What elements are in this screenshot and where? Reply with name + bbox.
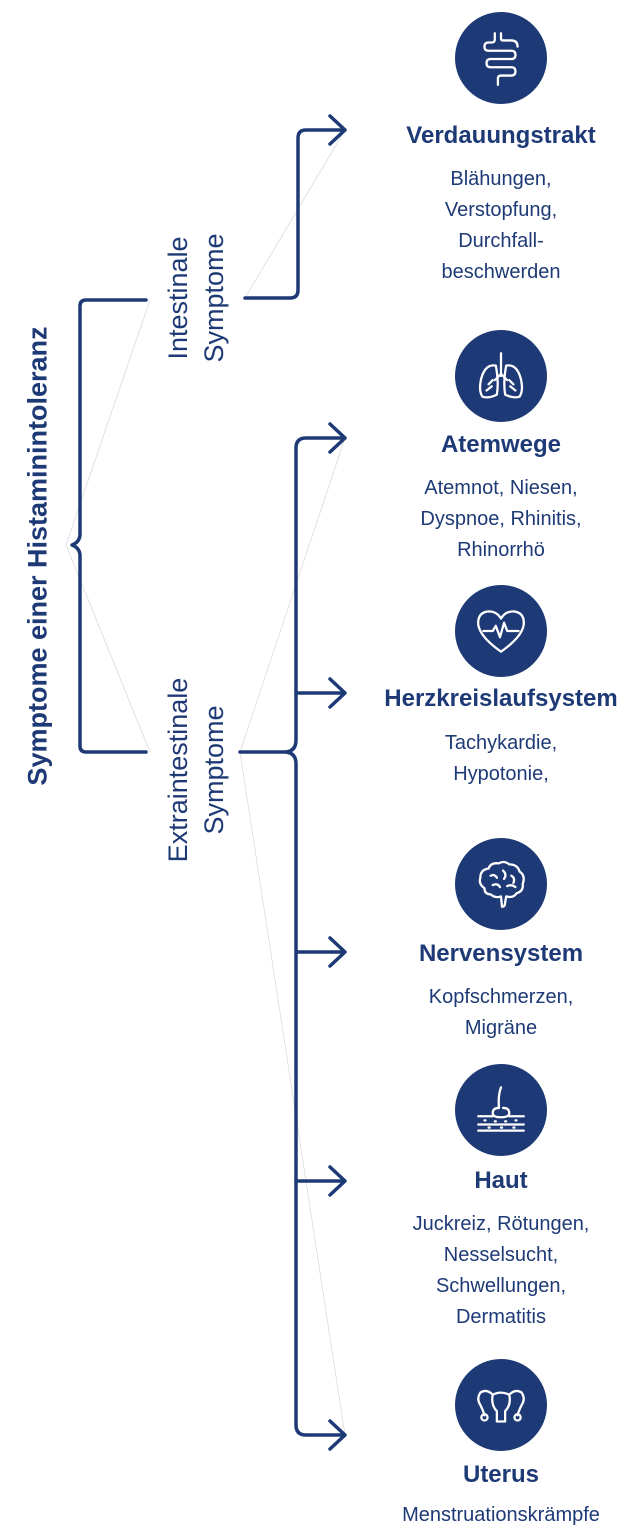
intestinal-bracket <box>243 128 344 300</box>
category-title-atemwege: Atemwege <box>440 431 562 458</box>
branch-label-line: Symptome <box>199 233 229 363</box>
category-symptoms-atemwege: Atemnot, Niesen, Dyspnoe, Rhinitis, Rhin… <box>361 473 637 566</box>
main-bracket <box>70 298 148 754</box>
symptom-line: Kopfschmerzen, <box>428 986 574 1008</box>
arrow-head-5 <box>328 1165 347 1197</box>
symptom-line: Verstopfung, <box>444 199 558 221</box>
arrow-head-1 <box>328 114 347 146</box>
lungs-icon <box>455 330 547 422</box>
branch-label-line: Intestinale <box>163 236 193 360</box>
symptom-line: Nesselsucht, <box>443 1244 559 1266</box>
arrow-head-2 <box>328 422 347 454</box>
branch-label-line: Symptome <box>199 705 229 835</box>
symptom-line: Migräne <box>464 1017 538 1039</box>
symptom-line: Tachykardie, <box>444 732 558 754</box>
symptom-line: Atemnot, Niesen, <box>424 477 578 499</box>
arrow-head-4 <box>328 936 347 968</box>
skin-icon <box>455 1064 547 1156</box>
symptom-line: Rhinorrhö <box>457 539 545 561</box>
category-symptoms-uterus: Menstruationskrämpfe <box>361 1500 637 1531</box>
intestine-icon <box>455 12 547 104</box>
symptom-line: Juckreiz, Rötungen, <box>412 1213 590 1235</box>
category-title-verdauungstrakt: Verdauungstrakt <box>406 122 596 149</box>
category-symptoms-herzkreislaufsystem: Tachykardie, Hypotonie, <box>361 728 637 790</box>
symptom-line: Hypotonie, <box>453 763 549 785</box>
category-title-nervensystem: Nervensystem <box>418 940 584 967</box>
symptom-line: beschwerden <box>441 261 561 283</box>
symptom-line: Durchfall- <box>458 230 544 252</box>
uterus-icon <box>455 1359 547 1451</box>
symptom-line: Dyspnoe, Rhinitis, <box>420 508 582 530</box>
diagram-title: Symptome einer Histaminintoleranz <box>22 326 53 786</box>
arrow-head-3 <box>328 677 347 709</box>
symptom-line: Schwellungen, <box>435 1275 567 1297</box>
symptom-line: Dermatitis <box>455 1306 546 1328</box>
symptom-line: Menstruationskrämpfe <box>402 1504 600 1526</box>
category-symptoms-verdauungstrakt: Blähungen, Verstopfung, Durchfall- besch… <box>361 164 637 288</box>
branch-label-line: Extraintestinale <box>163 677 193 863</box>
heart-icon <box>455 585 547 677</box>
symptom-line: Blähungen, <box>450 168 552 190</box>
category-title-uterus: Uterus <box>462 1461 540 1488</box>
category-symptoms-nervensystem: Kopfschmerzen, Migräne <box>361 982 637 1044</box>
category-symptoms-haut: Juckreiz, Rötungen, Nesselsucht, Schwell… <box>361 1209 637 1333</box>
category-title-herzkreislaufsystem: Herzkreislaufsystem <box>384 685 618 712</box>
category-title-haut: Haut <box>474 1167 528 1194</box>
brain-icon <box>455 838 547 930</box>
arrow-head-6 <box>328 1419 347 1451</box>
branch-label-intestinal: Intestinale Symptome <box>160 148 232 448</box>
branch-label-extraintestinal: Extraintestinale Symptome <box>160 620 232 920</box>
extraintestinal-bracket <box>238 436 344 1437</box>
